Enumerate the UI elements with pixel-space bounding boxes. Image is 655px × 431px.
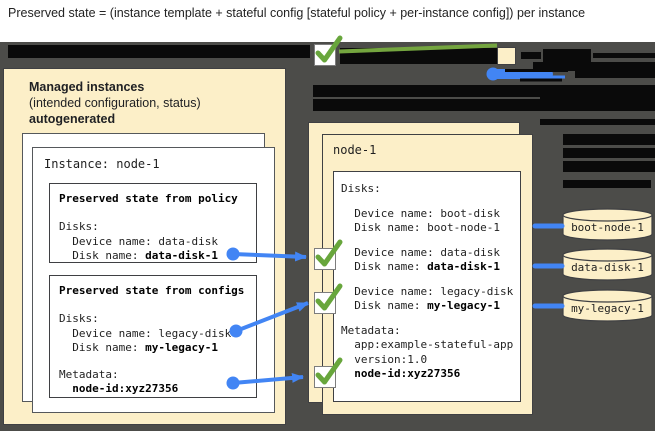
redaction-bar: [313, 99, 560, 111]
code-line: node-id:xyz27356: [72, 382, 179, 395]
configs-box-code: Disks: Device name: legacy-disk Disk nam…: [59, 312, 247, 397]
disk-cylinder-icon: [562, 289, 653, 322]
node-title: node-1: [333, 143, 377, 157]
managed-instances-heading: Managed instances (intended configuratio…: [29, 79, 201, 127]
code-line: Disks:: [341, 182, 381, 195]
code-line: Device name: data-disk: [59, 234, 218, 248]
disk-label: boot-node-1: [571, 221, 644, 234]
redaction-bar: [540, 85, 655, 111]
code-group: Disks: Device name: legacy-disk Disk nam…: [59, 312, 247, 356]
disk-label: my-legacy-1: [571, 302, 644, 315]
code-line: Device name: legacy-disk: [59, 326, 232, 340]
code-line: Device name: boot-disk: [341, 206, 500, 220]
disk-cylinder-data: data-disk-1: [562, 248, 653, 282]
code-line: Metadata:: [59, 367, 119, 381]
redaction-bar: [575, 68, 655, 78]
redaction-bar: [543, 49, 591, 62]
redaction-bar: [563, 161, 655, 172]
code-line: node-id:xyz27356: [354, 367, 461, 380]
subheading-line: (intended configuration, status): [29, 96, 201, 110]
redaction-bar: [521, 52, 541, 59]
code-line: Device name: legacy-disk: [341, 284, 514, 298]
preserved-checkbox-metadata: [314, 357, 343, 388]
preserved-state-configs-box: Preserved state from configs Disks: Devi…: [49, 275, 257, 398]
preserved-checkbox-legacy-disk: [314, 283, 343, 314]
disk-cylinder-icon: [562, 248, 653, 281]
code-line: Disk name: my-legacy-1: [59, 341, 218, 354]
code-line: Metadata:: [341, 323, 401, 337]
disk-cylinder-boot: boot-node-1: [562, 208, 653, 242]
code-line: Disk name: data-disk-1: [341, 260, 500, 273]
code-group: Device name: boot-disk Disk name: boot-n…: [341, 207, 513, 236]
disk-cylinder-legacy: my-legacy-1: [562, 289, 653, 323]
redaction-bar: [540, 119, 655, 125]
code-group: Disks: Device name: data-disk Disk name:…: [59, 220, 247, 264]
code-group: Disks:: [341, 182, 513, 197]
node-state-box: Disks: Device name: boot-disk Disk name:…: [333, 171, 521, 402]
green-checkmark-icon: [315, 239, 343, 267]
autogenerated-line: autogenerated: [29, 112, 116, 126]
disk-label: data-disk-1: [571, 261, 644, 274]
code-line: version:1.0: [341, 352, 428, 366]
green-checkmark-icon: [315, 35, 343, 63]
code-line: Disk name: data-disk-1: [59, 249, 218, 262]
configs-box-title: Preserved state from configs: [59, 284, 245, 297]
diagram-title: Preserved state = (instance template + s…: [8, 6, 586, 20]
green-checkmark-icon: [315, 357, 343, 385]
policy-box-code: Disks: Device name: data-disk Disk name:…: [59, 220, 247, 264]
redaction-bar: [563, 180, 651, 188]
redaction-bar: [340, 48, 497, 64]
redaction-bar: [313, 85, 593, 97]
legend-checked-checkbox: [314, 35, 343, 66]
legend-stateful-swatch: [497, 47, 516, 65]
code-group: Device name: legacy-disk Disk name: my-l…: [341, 285, 513, 314]
code-line: Disks:: [59, 220, 99, 233]
instance-card: Instance: node-1 Preserved state from po…: [32, 147, 275, 413]
instance-title: Instance: node-1: [44, 157, 160, 171]
redaction-bar: [8, 45, 310, 58]
code-line: Disk name: my-legacy-1: [341, 299, 500, 312]
code-line: app:example-stateful-app: [341, 338, 514, 351]
preserved-state-policy-box: Preserved state from policy Disks: Devic…: [49, 183, 257, 263]
code-group: Metadata: node-id:xyz27356: [59, 368, 247, 397]
heading-line: Managed instances: [29, 80, 145, 94]
redaction-bar: [533, 62, 655, 71]
redaction-bar: [593, 53, 655, 58]
code-group: Device name: data-disk Disk name: data-d…: [341, 246, 513, 275]
disk-cylinder-icon: [562, 208, 653, 241]
code-group: Metadata: app:example-stateful-app versi…: [341, 324, 513, 382]
redaction-bar: [563, 134, 655, 145]
code-line: Disk name: boot-node-1: [341, 221, 500, 234]
preserved-checkbox-data-disk: [314, 239, 343, 270]
redaction-bar: [563, 148, 655, 158]
code-line: Device name: data-disk: [341, 245, 500, 259]
code-line: Disks:: [59, 312, 99, 325]
green-checkmark-icon: [315, 283, 343, 311]
policy-box-title: Preserved state from policy: [59, 192, 238, 205]
node-panel: node-1 Disks: Device name: boot-disk Dis…: [322, 134, 533, 415]
